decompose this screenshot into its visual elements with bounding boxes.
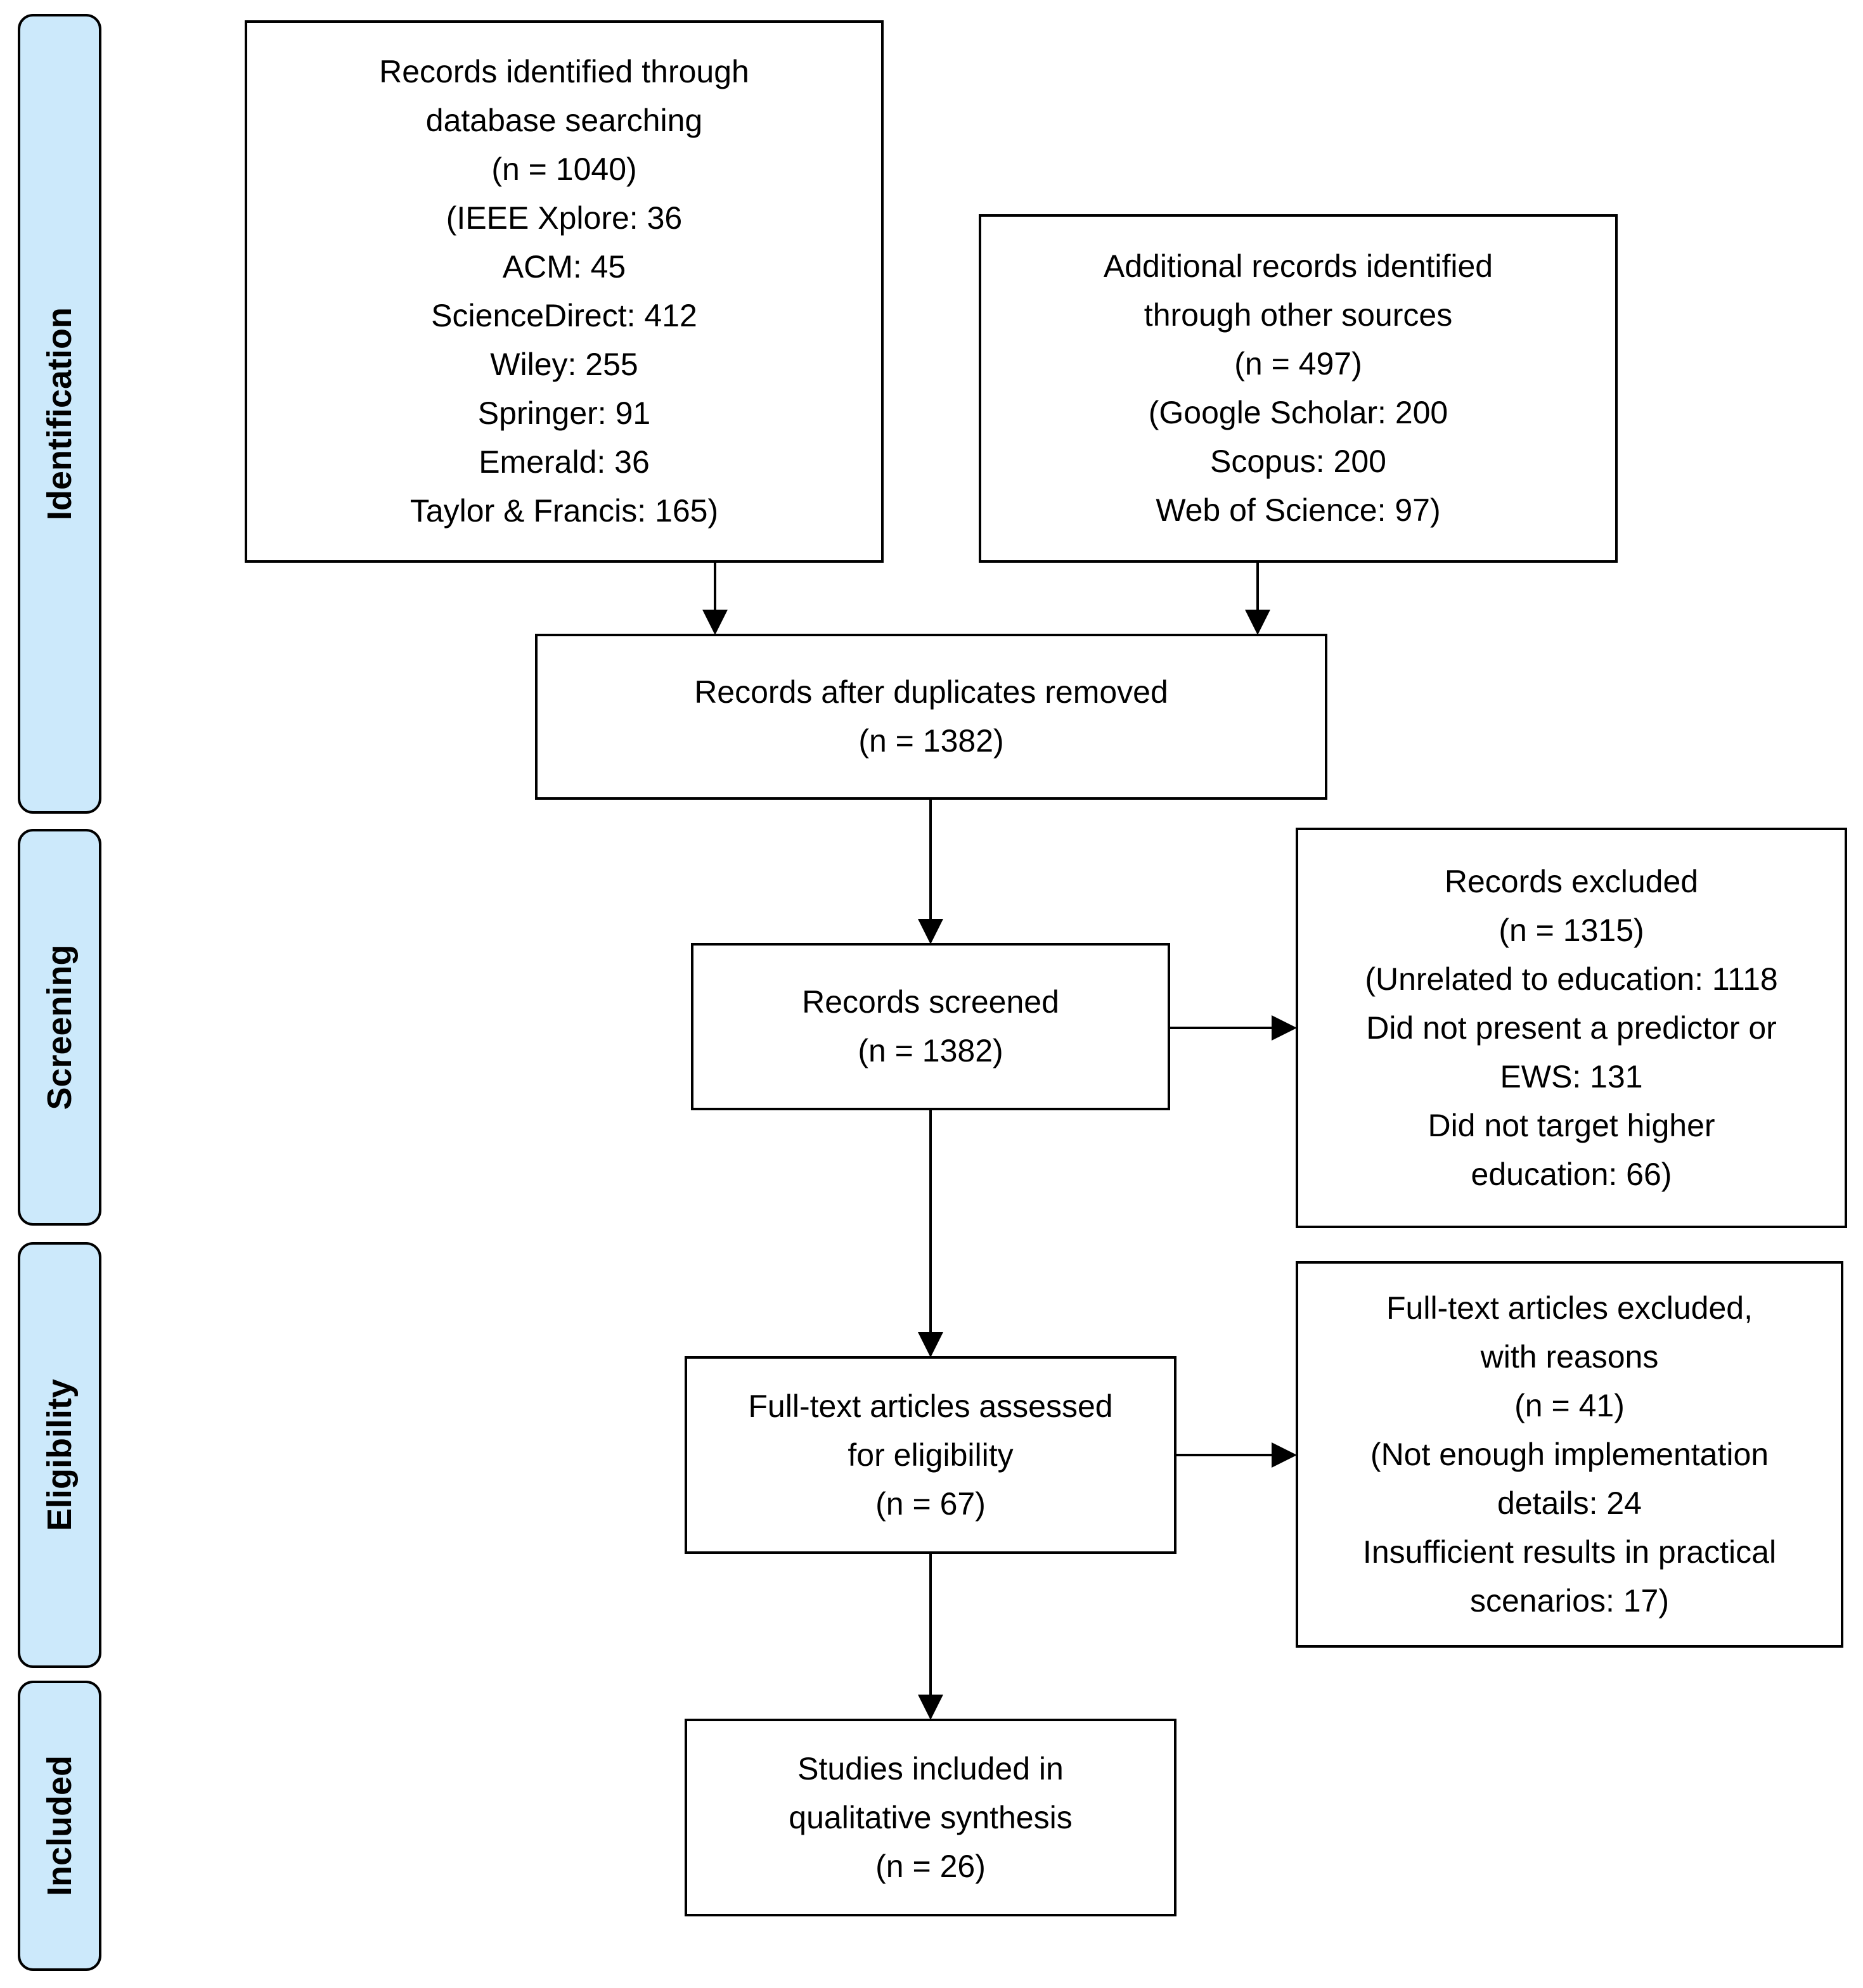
included-studies-line: (n = 26) [875, 1848, 986, 1884]
full-text-excluded-line: with reasons [1480, 1338, 1659, 1375]
database-records-line: ACM: 45 [502, 249, 626, 285]
additional-records-line: through other sources [1144, 297, 1453, 333]
records-screened-line: (n = 1382) [858, 1033, 1003, 1068]
full-text-excluded-line: scenarios: 17) [1469, 1582, 1670, 1619]
full-text-excluded-line: Full-text articles excluded, [1386, 1290, 1753, 1326]
full-text-excluded-line: (Not enough implementation [1370, 1436, 1769, 1472]
records-excluded-line: Did not present a predictor or [1366, 1010, 1777, 1046]
records-screened-line: Records screened [802, 984, 1059, 1020]
included-studies-box: Studies included in qualitative synthesi… [685, 1719, 1176, 1916]
phase-screening: Screening [18, 829, 101, 1226]
included-studies-line: Studies included in [797, 1750, 1064, 1786]
full-text-assessed-line: Full-text articles assessed [748, 1388, 1113, 1424]
phase-label-included: Included [41, 1755, 79, 1897]
after-duplicates-line: (n = 1382) [858, 723, 1004, 759]
phase-identification: Identification [18, 14, 101, 814]
database-records-line: Emerald: 36 [479, 444, 650, 480]
database-records-line: ScienceDirect: 412 [431, 298, 697, 333]
full-text-assessed-line: for eligibility [848, 1437, 1014, 1473]
full-text-excluded-box: Full-text articles excluded, with reason… [1296, 1261, 1843, 1648]
full-text-excluded-line: (n = 41) [1514, 1387, 1625, 1423]
additional-records-line: Web of Science: 97) [1156, 492, 1441, 528]
phase-label-eligibility: Eligibility [41, 1378, 79, 1532]
additional-records-line: (Google Scholar: 200 [1148, 395, 1448, 430]
database-records-line: Taylor & Francis: 165) [409, 493, 719, 529]
additional-records-box: Additional records identified through ot… [979, 214, 1618, 563]
records-excluded-line: education: 66) [1471, 1156, 1672, 1192]
database-records-line: (n = 1040) [491, 151, 637, 187]
additional-records-line: Additional records identified [1103, 248, 1493, 284]
records-excluded-box: Records excluded (n = 1315) (Unrelated t… [1296, 828, 1847, 1228]
database-records-box: Records identified through database sear… [245, 20, 884, 563]
additional-records-line: Scopus: 200 [1210, 444, 1386, 479]
database-records-line: Records identified through [379, 54, 749, 89]
full-text-assessed-box: Full-text articles assessed for eligibil… [685, 1356, 1176, 1554]
database-records-line: Wiley: 255 [490, 347, 638, 382]
additional-records-line: (n = 497) [1234, 346, 1362, 382]
phase-label-identification: Identification [41, 307, 79, 520]
database-records-line: database searching [425, 103, 703, 138]
records-excluded-line: (n = 1315) [1499, 912, 1644, 948]
database-records-line: (IEEE Xplore: 36 [446, 200, 683, 236]
full-text-assessed-line: (n = 67) [875, 1485, 986, 1522]
phase-eligibility: Eligibility [18, 1242, 101, 1668]
full-text-excluded-line: Insufficient results in practical [1362, 1534, 1777, 1570]
records-excluded-line: Records excluded [1444, 863, 1699, 899]
full-text-excluded-line: details: 24 [1497, 1485, 1642, 1521]
records-excluded-line: Did not target higher [1428, 1107, 1715, 1143]
records-excluded-line: EWS: 131 [1500, 1058, 1643, 1094]
database-records-line: Springer: 91 [477, 395, 651, 431]
records-screened-box: Records screened (n = 1382) [691, 943, 1170, 1110]
after-duplicates-line: Records after duplicates removed [694, 674, 1168, 710]
phase-included: Included [18, 1681, 101, 1971]
after-duplicates-box: Records after duplicates removed (n = 13… [535, 634, 1327, 800]
phase-label-screening: Screening [41, 944, 79, 1110]
included-studies-line: qualitative synthesis [789, 1799, 1073, 1835]
records-excluded-line: (Unrelated to education: 1118 [1365, 961, 1778, 997]
